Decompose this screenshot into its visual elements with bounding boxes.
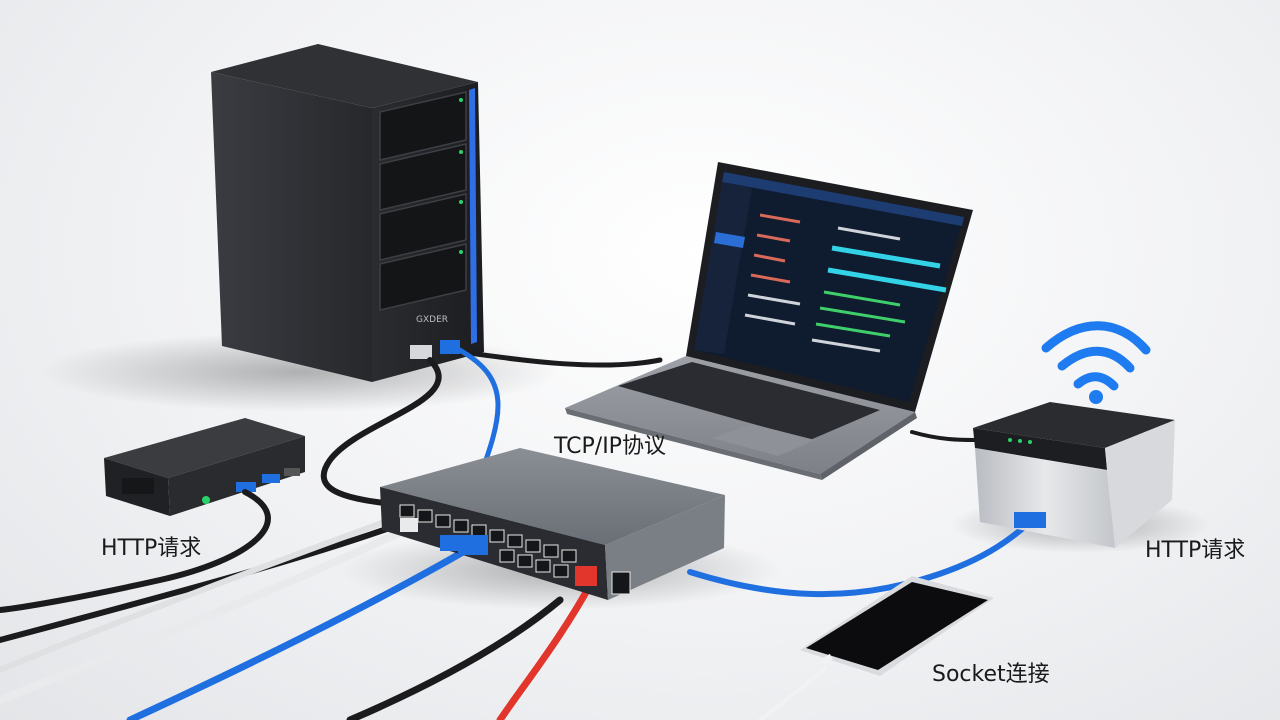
mini-pc-vent — [122, 478, 154, 494]
server-brand: GXDER — [416, 315, 448, 325]
plug-blue — [440, 535, 462, 551]
label-socket-connection: Socket连接 — [932, 662, 1050, 687]
router-port — [1014, 512, 1046, 528]
mini-pc-usb — [284, 468, 300, 476]
laptop-screen — [694, 172, 964, 402]
mini-pc-led — [202, 496, 210, 504]
laptop-keyboard — [618, 362, 880, 440]
plug-red — [575, 566, 597, 586]
switch-ports — [399, 504, 631, 595]
router — [973, 402, 1175, 548]
drive-bays — [379, 91, 467, 311]
label-http-request-left: HTTP请求 — [101, 536, 202, 561]
laptop — [565, 162, 973, 480]
router-leds — [1008, 438, 1032, 444]
plug-blue-2 — [458, 535, 488, 555]
server-led-strip — [469, 88, 477, 344]
laptop-trackpad — [712, 424, 815, 456]
plug-white — [400, 518, 418, 532]
wifi-dot — [1089, 390, 1103, 404]
smartphone — [800, 576, 994, 676]
code-lines — [744, 213, 947, 353]
server-port-white — [410, 345, 432, 359]
network-switch — [380, 448, 725, 600]
server-tower: GXDER — [211, 44, 484, 382]
server-status-leds — [459, 98, 463, 254]
phone-connector — [821, 653, 833, 665]
mini-pc-usb-blue — [236, 482, 256, 492]
mini-pc — [104, 418, 305, 516]
label-tcp-ip: TCP/IP协议 — [554, 434, 666, 459]
mini-pc-usb-blue-2 — [262, 474, 280, 483]
label-http-request-right: HTTP请求 — [1145, 538, 1246, 563]
wifi-icon — [1041, 321, 1151, 391]
cables — [0, 343, 1033, 720]
